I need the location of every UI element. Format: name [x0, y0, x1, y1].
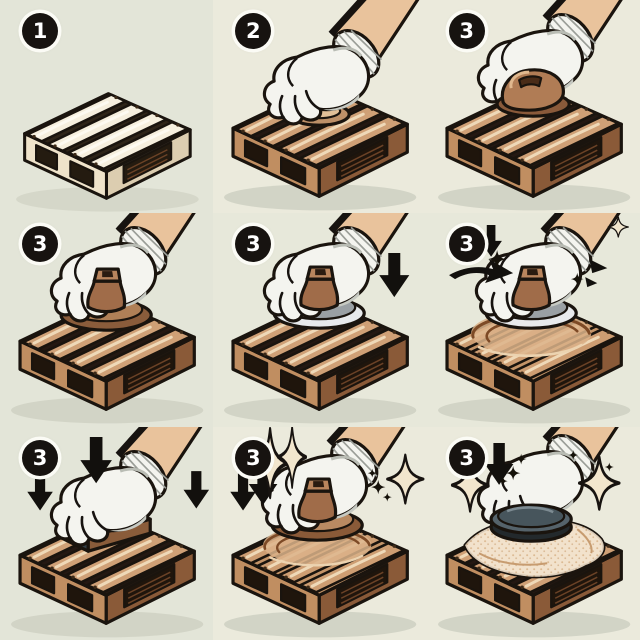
gloved-hand-icon — [265, 0, 427, 124]
step-badge: 3 — [235, 226, 272, 263]
step-badge: 3 — [448, 439, 485, 476]
sparkle-icon — [604, 462, 614, 472]
step-badge: 3 — [235, 439, 272, 476]
sparkle-icon — [383, 492, 393, 502]
step-number: 3 — [32, 445, 48, 470]
down-arrow-icon — [27, 472, 53, 511]
step-panel-7: 3 — [0, 426, 214, 640]
impact-mark-icon — [584, 277, 597, 288]
step-badge: 3 — [448, 13, 485, 49]
step-number: 2 — [246, 19, 261, 43]
step-panel-2: 2 — [213, 0, 427, 214]
down-arrow-icon — [183, 470, 210, 509]
step-badge: 3 — [448, 226, 485, 263]
step-number: 3 — [459, 19, 474, 43]
step-number: 3 — [459, 232, 474, 257]
impact-mark-icon — [588, 259, 607, 274]
step-badge: 3 — [22, 439, 58, 476]
sparkle-icon — [386, 453, 426, 505]
down-arrow-icon — [230, 472, 257, 511]
illustration-sander-swirl — [436, 213, 640, 426]
step-panel-8: 3 — [213, 426, 427, 640]
step-badge: 1 — [22, 13, 58, 49]
step-badge: 3 — [22, 226, 58, 263]
down-arrow-icon — [379, 253, 410, 298]
step-panel-6: 3 — [426, 213, 640, 427]
step-number: 3 — [32, 232, 48, 257]
step-number: 3 — [459, 445, 474, 470]
step-panel-5: 3 — [213, 213, 427, 427]
step-badge: 2 — [235, 13, 272, 49]
step-panel-3: 3 — [426, 0, 640, 214]
step-number: 1 — [32, 19, 48, 43]
step-panel-9: 3 — [426, 426, 640, 640]
gloved-hand-icon — [51, 427, 213, 545]
step-panel-4: 3 — [0, 213, 214, 427]
step-number: 3 — [246, 232, 261, 257]
round-sanding-pad-icon — [489, 503, 573, 543]
step-panel-1: 1 — [0, 0, 214, 214]
pallet-illustration — [14, 92, 201, 214]
step-number: 3 — [246, 445, 261, 470]
